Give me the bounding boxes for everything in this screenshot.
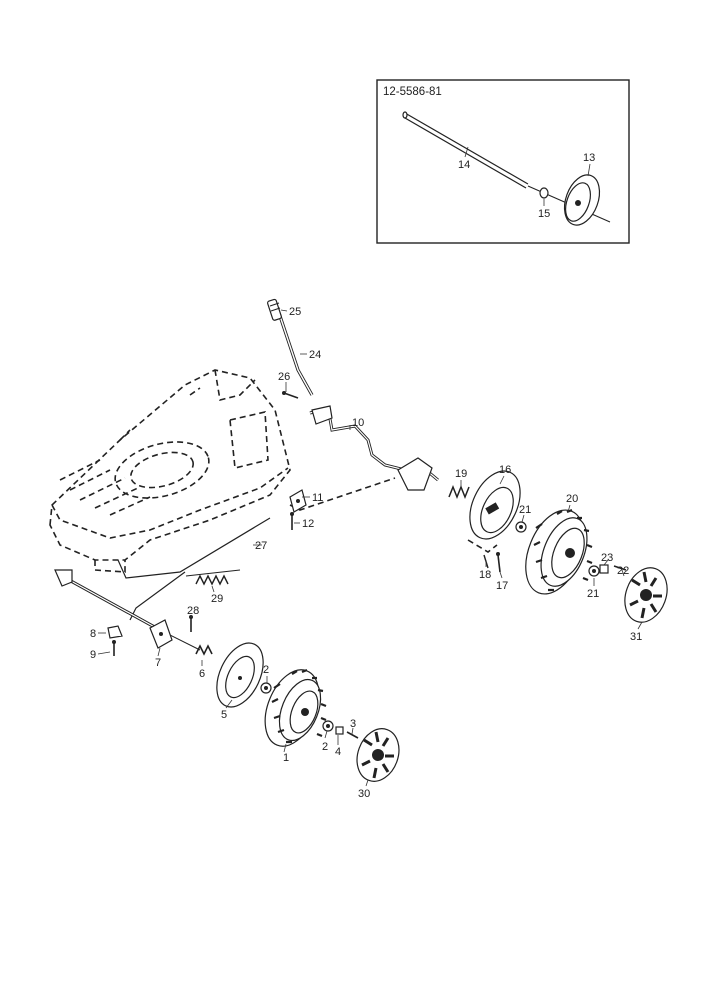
screw-part-28 <box>189 615 193 632</box>
bracket-part-7 <box>149 619 173 649</box>
label-part-8: 8 <box>90 628 96 640</box>
label-part-1: 1 <box>283 752 289 764</box>
label-part-22: 22 <box>617 565 629 577</box>
label-part-19: 19 <box>455 468 467 480</box>
bolt-part-3 <box>346 731 359 739</box>
label-part-30: 30 <box>358 788 370 800</box>
label-part-23: 23 <box>601 552 613 564</box>
front-wheel-part-1 <box>264 668 327 747</box>
label-part-9: 9 <box>90 649 96 661</box>
inset-title: 12-5586-81 <box>383 86 442 98</box>
screw-part-17 <box>496 552 501 573</box>
label-part-14: 14 <box>458 159 470 171</box>
label-part-2a: 2 <box>263 664 269 676</box>
handle-grip-part-25 <box>267 298 282 321</box>
label-part-12: 12 <box>302 518 314 530</box>
spring-part-29 <box>129 569 241 621</box>
label-part-4: 4 <box>335 746 341 758</box>
spring-part-19 <box>448 484 470 500</box>
label-part-6: 6 <box>199 668 205 680</box>
label-part-31: 31 <box>630 631 642 643</box>
label-part-15: 15 <box>538 208 550 220</box>
label-part-7: 7 <box>155 657 161 669</box>
hubcap-part-31 <box>624 567 668 623</box>
label-part-26: 26 <box>278 371 290 383</box>
part-labels: 1 2 2 3 4 5 6 7 8 9 10 11 12 13 14 15 16… <box>90 152 642 800</box>
bracket-part-11 <box>289 489 307 513</box>
label-part-2b: 2 <box>322 741 328 753</box>
nut-part-4 <box>335 726 344 735</box>
label-part-5: 5 <box>221 709 227 721</box>
hubcap-part-30 <box>356 728 400 782</box>
spring-part-6 <box>195 644 213 656</box>
label-part-3: 3 <box>350 718 356 730</box>
wheel-disc-part-16 <box>469 470 521 540</box>
rear-axle-part-10 <box>309 405 439 491</box>
label-part-21a: 21 <box>519 504 531 516</box>
label-part-10: 10 <box>352 417 364 429</box>
bracket-linkage-dashed <box>467 539 498 553</box>
front-axle-rod <box>54 569 201 651</box>
height-adjust-handle-part-24 <box>277 312 314 396</box>
nut-part-23 <box>599 564 609 574</box>
label-part-29: 29 <box>211 593 223 605</box>
label-part-27: 27 <box>255 540 267 552</box>
label-part-24: 24 <box>309 349 321 361</box>
cable-part-27 <box>117 517 271 579</box>
clip-part-8 <box>107 625 123 639</box>
label-part-20: 20 <box>566 493 578 505</box>
wheel-disc-part-13 <box>563 174 601 226</box>
rear-wheel-part-20 <box>525 508 593 595</box>
label-part-13: 13 <box>583 152 595 164</box>
washer-part-15 <box>539 187 549 199</box>
screw-part-12 <box>290 512 294 530</box>
label-part-28: 28 <box>187 605 199 617</box>
bolt-part-9 <box>112 640 116 656</box>
wheel-disc-part-5 <box>216 642 264 708</box>
label-part-11: 11 <box>312 492 323 504</box>
inset-box: 12-5586-81 <box>376 79 630 244</box>
label-part-17: 17 <box>496 580 508 592</box>
label-part-18: 18 <box>479 569 491 581</box>
bolt-part-26 <box>282 391 299 399</box>
bolt-part-22 <box>613 565 627 571</box>
mower-deck <box>49 369 291 573</box>
label-part-25: 25 <box>289 306 301 318</box>
label-part-16: 16 <box>499 464 511 476</box>
label-part-21b: 21 <box>587 588 599 600</box>
leader-lines <box>97 309 643 787</box>
